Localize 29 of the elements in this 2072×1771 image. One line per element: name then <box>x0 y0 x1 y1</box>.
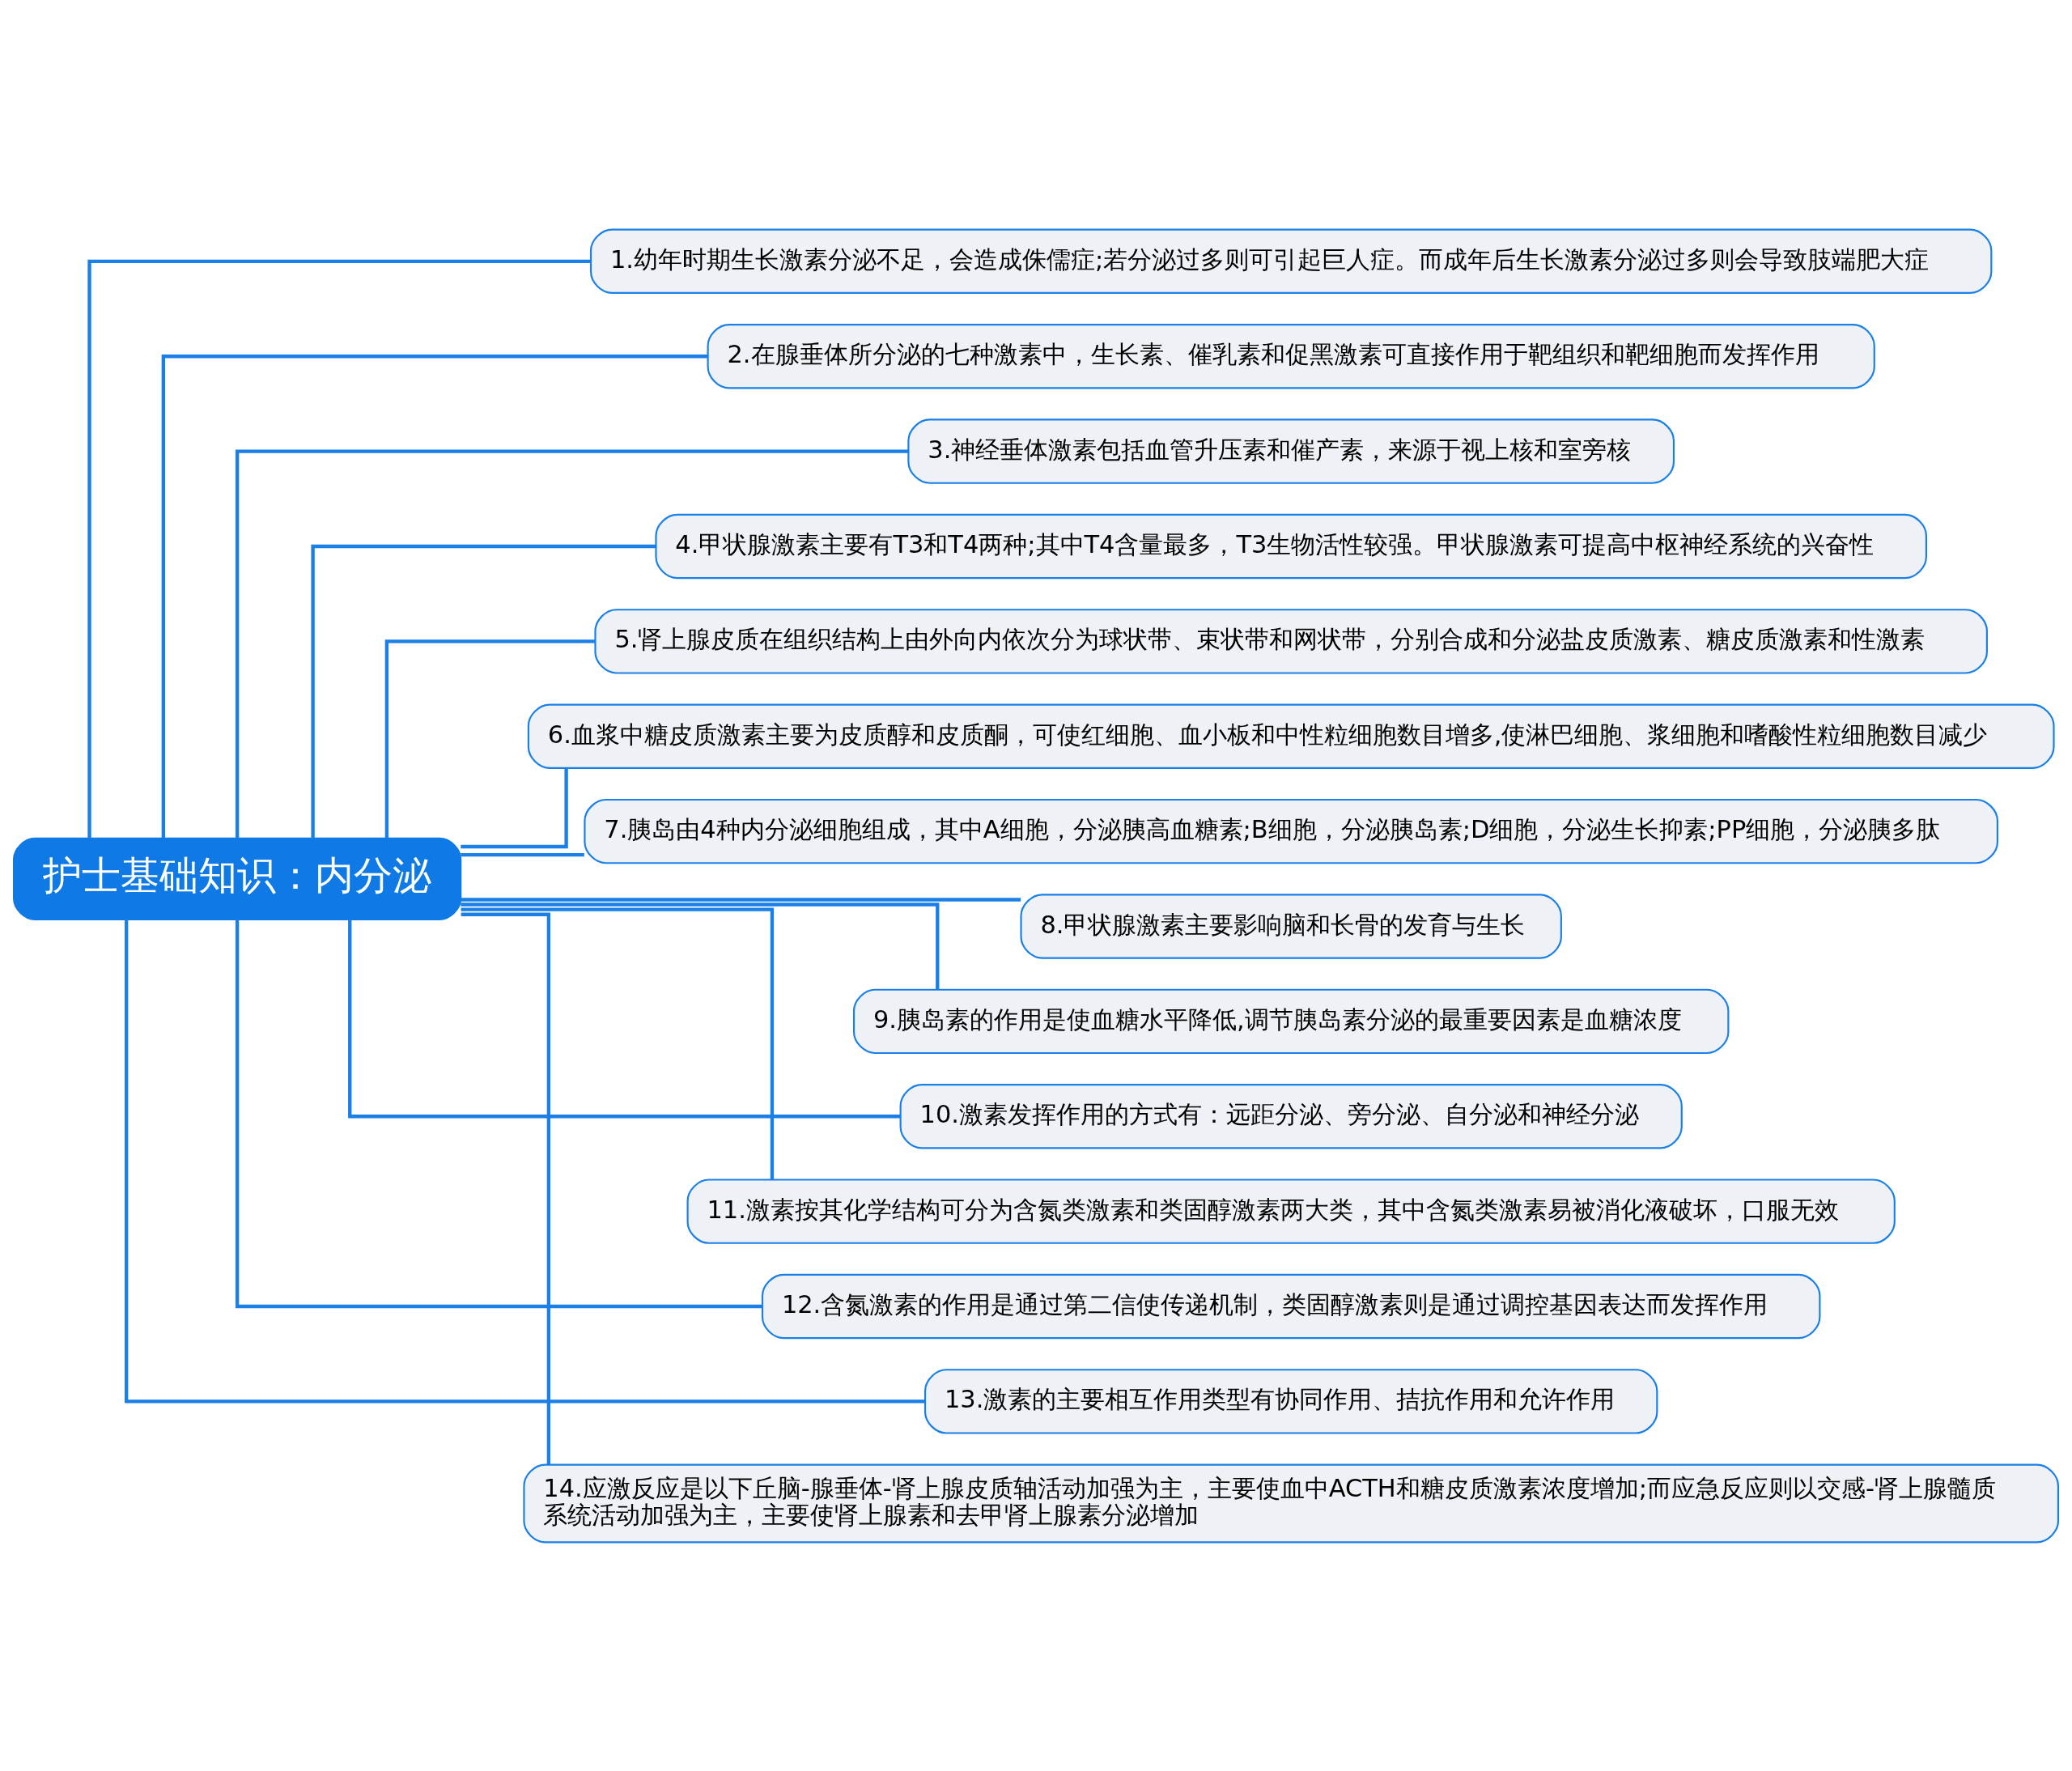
node-box: 7.胰岛由4种内分泌细胞组成，其中A细胞，分泌胰高血糖素;B细胞，分泌胰岛素;D细胞，分泌生长抑素;PP细胞，分泌胰多肽 <box>584 798 1999 864</box>
connector <box>348 919 901 1118</box>
node-box: 8.甲状腺激素主要影响脑和长骨的发育与生长 <box>1020 893 1562 959</box>
node-box: 6.血浆中糖皮质激素主要为皮质醇和皮质酮，可使红细胞、血小板和中性粒细胞数目增多,使淋巴细胞、浆细胞和嗜酸性粒细胞数目减少 <box>527 703 2055 769</box>
node-box: 12.含氮激素的作用是通过第二信使传递机制，类固醇激素则是通过调控基因表达而发挥作用 <box>761 1273 1821 1339</box>
connector <box>125 919 925 1404</box>
node-box: 10.激素发挥作用的方式有：远距分泌、旁分泌、自分泌和神经分泌 <box>899 1083 1683 1149</box>
connector <box>384 639 595 838</box>
node-box: 5.肾上腺皮质在组织结构上由外向内依次分为球状带、束状带和网状带，分别合成和分泌盐皮质激素、糖皮质激素和性激素 <box>594 608 1988 674</box>
connector <box>461 912 551 1464</box>
node-box: 13.激素的主要相互作用类型有协同作用、拮抗作用和允许作用 <box>923 1368 1658 1434</box>
connector <box>87 259 591 839</box>
connector <box>235 448 909 838</box>
node-box: 护士基础知识：内分泌 <box>12 837 462 920</box>
connector <box>235 919 762 1308</box>
node-box: 4.甲状腺激素主要有T3和T4两种;其中T4含量最多，T3生物活性较强。甲状腺激素可提高中枢神经系统的兴奋性 <box>655 513 1927 579</box>
node-box: 1.幼年时期生长激素分泌不足，会造成侏儒症;若分泌过多则可引起巨人症。而成年后生长激素分泌过多则会导致肢端肥大症 <box>589 228 1993 294</box>
connector <box>461 897 1021 902</box>
node-box: 14.应激反应是以下丘脑-腺垂体-肾上腺皮质轴活动加强为主，主要使血中ACTH和糖皮质激素浓度增加;而应急反应则以交感-肾上腺髓质系统活动加强为主，主要使肾上腺素和去甲肾上腺素分泌增加 <box>523 1463 2060 1543</box>
node-box: 3.神经垂体激素包括血管升压素和催产素，来源于视上核和室旁核 <box>907 418 1675 484</box>
node-box: 2.在腺垂体所分泌的七种激素中，生长素、催乳素和促黑激素可直接作用于靶组织和靶细胞而发挥作用 <box>707 323 1875 389</box>
connector <box>311 544 656 838</box>
connector <box>461 902 940 989</box>
connector <box>461 767 568 848</box>
connector <box>461 907 775 1179</box>
node-box: 11.激素按其化学结构可分为含氮类激素和类固醇激素两大类，其中含氮类激素易被消化液破坏，口服无效 <box>686 1178 1896 1244</box>
connector <box>161 354 707 838</box>
connector <box>461 852 584 856</box>
node-box: 9.胰岛素的作用是使血糖水平降低,调节胰岛素分泌的最重要因素是血糖浓度 <box>852 988 1730 1054</box>
